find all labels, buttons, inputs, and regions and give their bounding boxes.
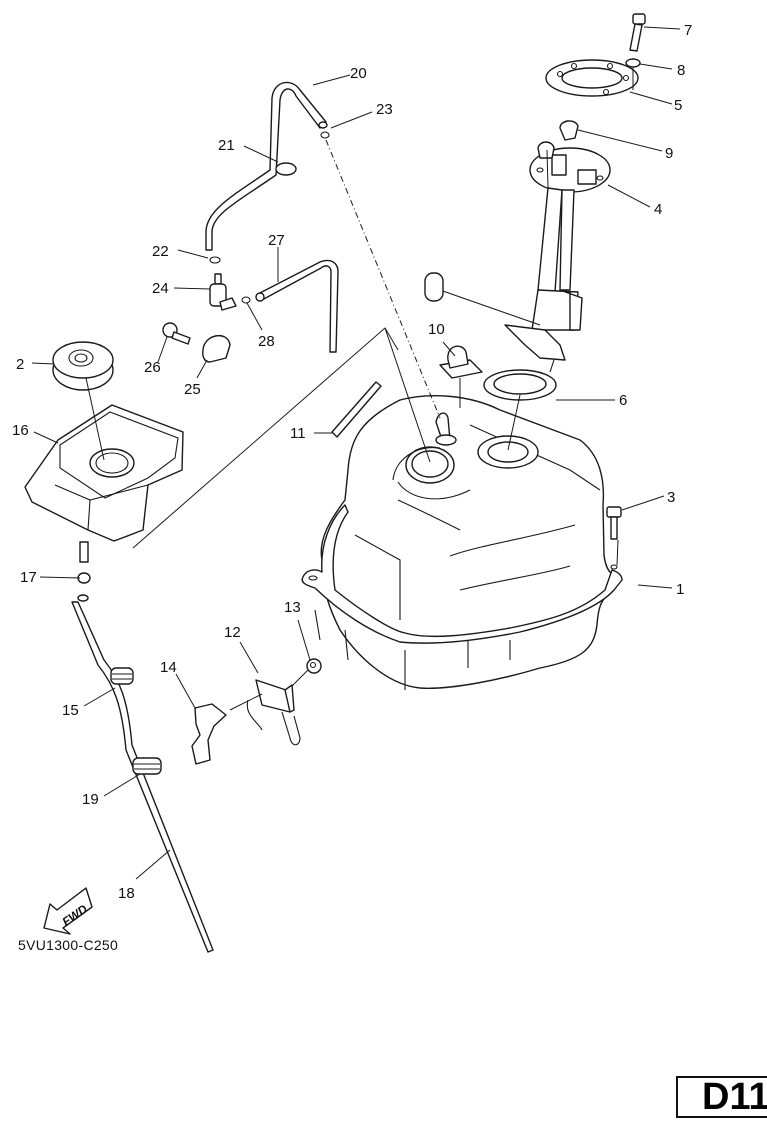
callout-7: 7: [684, 22, 692, 39]
fuel-tank: [301, 394, 623, 690]
bolt-7: [629, 13, 646, 52]
fwd-arrow-icon: FWD: [43, 887, 93, 935]
callout-20: 20: [350, 65, 367, 82]
callout-25: 25: [184, 381, 201, 398]
callout-12: 12: [224, 624, 241, 641]
clip: [191, 703, 227, 765]
callout-28: 28: [258, 333, 275, 350]
hose-clip-22: [209, 256, 221, 264]
reference-line-dashed: [325, 139, 441, 419]
callout-17: 17: [20, 569, 37, 586]
callout-19: 19: [82, 791, 99, 808]
callout-4: 4: [654, 201, 662, 218]
bracket: [246, 679, 301, 746]
callout-18: 18: [118, 885, 135, 902]
callout-21: 21: [218, 137, 235, 154]
fuel-pump-assembly: [424, 141, 611, 361]
page-label: D11: [676, 1076, 767, 1118]
fuel-cap: [52, 341, 114, 391]
callout-2: 2: [16, 356, 24, 373]
callout-6: 6: [619, 392, 627, 409]
callout-26: 26: [144, 359, 161, 376]
callout-27: 27: [268, 232, 285, 249]
fuel-tray: [24, 404, 184, 542]
damper-strip: [331, 381, 382, 438]
callout-24: 24: [152, 280, 169, 297]
callout-8: 8: [677, 62, 685, 79]
washer-8: [625, 58, 641, 68]
pump-retainer-plate: [545, 59, 639, 97]
callout-1: 1: [676, 581, 684, 598]
callout-13: 13: [284, 599, 301, 616]
callout-23: 23: [376, 101, 393, 118]
hose-clip-28: [241, 296, 251, 304]
callout-15: 15: [62, 702, 79, 719]
breather-hose: [205, 81, 328, 251]
callout-16: 16: [12, 422, 29, 439]
callout-leaders: [31, 26, 681, 880]
hose-clamp-25: [202, 335, 231, 363]
nut: [306, 658, 322, 674]
callout-3: 3: [667, 489, 675, 506]
hose-grommet-lower: [132, 757, 162, 775]
drawing-code: 5VU1300-C250: [18, 937, 119, 953]
callout-14: 14: [160, 659, 177, 676]
vent-hose: [255, 259, 339, 353]
callout-11: 11: [290, 425, 306, 442]
pump-gasket-ring: [483, 359, 557, 401]
callout-labels: 1 2 3 4 5 6 7 8 9 10 11 12 13 14 15 16 1…: [12, 22, 692, 902]
check-valve: [209, 273, 237, 311]
drain-fitting: [77, 541, 91, 584]
connector-cap-9: [559, 120, 579, 141]
callout-5: 5: [674, 97, 682, 114]
callout-10: 10: [428, 321, 445, 338]
tank-bolt-3: [606, 506, 622, 540]
hose-clip-23: [320, 131, 330, 139]
callout-22: 22: [152, 243, 169, 260]
screw-26: [162, 322, 191, 345]
clamp-holder: [439, 345, 483, 379]
hose-grommet: [110, 667, 134, 685]
callout-9: 9: [665, 145, 673, 162]
